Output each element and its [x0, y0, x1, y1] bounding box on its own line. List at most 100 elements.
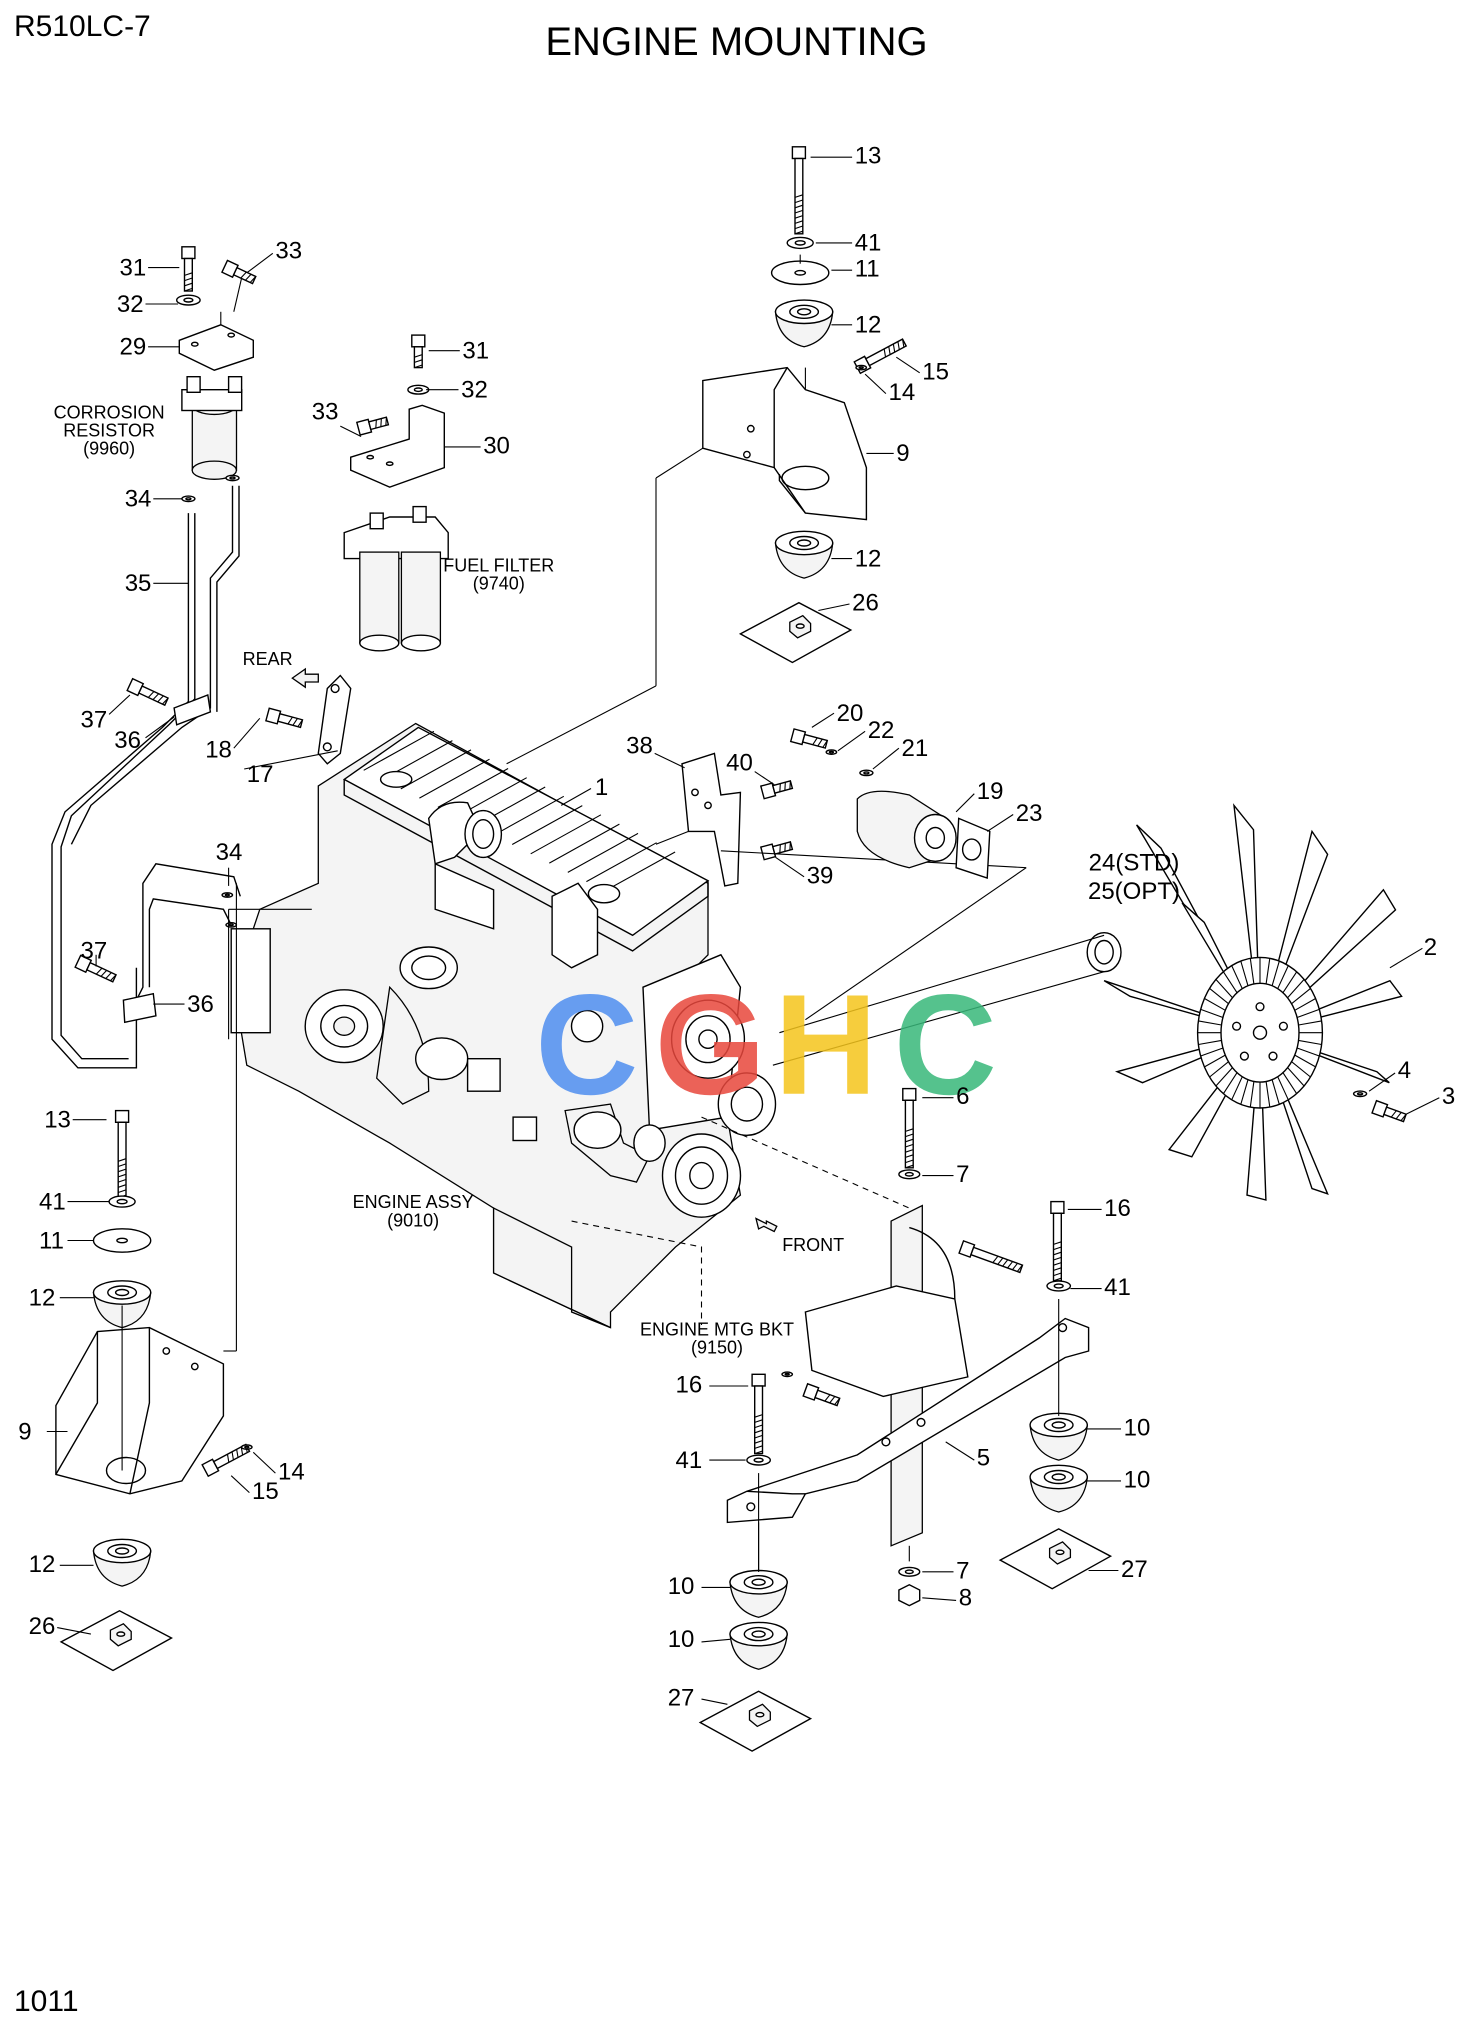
valve-cover-fin	[567, 832, 639, 873]
fan-blade	[1259, 1032, 1329, 1195]
callout-number: 19	[977, 778, 1004, 805]
washer-41-top	[794, 240, 806, 246]
callout-leader	[246, 252, 274, 274]
callout-number: 40	[726, 749, 753, 776]
washer-7-top	[904, 1171, 914, 1177]
bolt-6	[905, 1164, 914, 1169]
fan-hub-hole	[1231, 1021, 1242, 1031]
bolt-16-left	[754, 1429, 763, 1434]
bolt-33-fuel	[380, 418, 382, 427]
bolt-20	[789, 728, 829, 749]
leader	[805, 867, 1027, 1021]
fan-hub-hole	[1255, 1002, 1265, 1012]
bolt-37-upper	[162, 697, 169, 705]
bolt-15-top	[883, 348, 887, 358]
callout-number: 21	[902, 735, 929, 762]
fan-hub-ring	[1282, 971, 1298, 994]
fuel-filter	[359, 551, 400, 644]
bolt-33-fuel	[355, 416, 390, 436]
callout-leader	[864, 373, 887, 395]
bolt-40	[779, 783, 781, 792]
bracket-30	[385, 461, 394, 467]
cushion-12-left	[114, 1288, 130, 1297]
cushion-10-r2	[1051, 1473, 1066, 1481]
bolt-16-right	[1053, 1246, 1062, 1251]
callout-number: 37	[81, 938, 108, 965]
valve-cover-fin	[493, 795, 565, 836]
bolt-mtg-lower	[834, 1397, 841, 1406]
bolt-16-left	[754, 1445, 763, 1449]
washer-32-fuel	[413, 387, 423, 393]
note-corrosion-resistor: (9960)	[83, 439, 135, 459]
fan-hub-ring	[1296, 1008, 1320, 1019]
page-number: 1011	[14, 1985, 79, 2018]
callout-leader	[818, 603, 850, 612]
fuel-filter	[400, 634, 442, 652]
callout-number: 26	[852, 590, 879, 617]
callout-leader	[811, 712, 835, 728]
bolt-16-left	[754, 1440, 763, 1444]
gasket-23	[961, 838, 982, 861]
bolt-31-fuel	[414, 359, 423, 363]
callout-number: 14	[278, 1459, 305, 1486]
callout-number: 23	[1016, 800, 1043, 827]
bolt-18	[292, 718, 298, 726]
bracket-5	[1057, 1322, 1068, 1333]
bolt-mtg-side	[1007, 1261, 1014, 1269]
callout-number: 11	[39, 1227, 64, 1254]
note-rear: REAR	[243, 649, 293, 669]
bolt-3	[1400, 1113, 1407, 1121]
callout-number: 27	[668, 1685, 695, 1712]
bolt-40	[771, 780, 794, 794]
watermark-letter: H	[774, 966, 877, 1125]
washer-41-right	[1053, 1283, 1064, 1289]
spacer-24-25	[1094, 939, 1114, 965]
bolt-33-left	[221, 259, 257, 285]
cushion-12-left-bot	[114, 1547, 130, 1555]
bolt-13-top	[791, 146, 807, 160]
callout-number: 9	[896, 440, 909, 467]
note-fuel-filter: (9740)	[473, 574, 525, 594]
callout-number: 29	[120, 334, 147, 361]
bolt-13-top	[794, 220, 803, 224]
washer-14-top	[858, 366, 864, 370]
fan-hub-hole	[1268, 1051, 1278, 1061]
washer-7-bot	[904, 1569, 914, 1575]
fan-hub-ring	[1204, 1054, 1226, 1068]
bracket-30	[366, 454, 375, 460]
oil-filter	[570, 1009, 604, 1043]
valve-cover-fin	[530, 814, 602, 855]
callout-number: 33	[312, 399, 339, 426]
callout-number: 10	[1124, 1466, 1151, 1493]
pulley-upper	[698, 1029, 718, 1049]
fan-hub-ring	[1200, 1047, 1224, 1057]
bracket-9-left	[190, 1362, 199, 1371]
callout-leader	[955, 793, 975, 813]
bolt-mtg-side	[958, 1239, 1024, 1274]
intake-elbow	[427, 801, 482, 865]
bolt-33-left	[232, 266, 257, 285]
washer-11-top	[794, 269, 807, 276]
page-title: ENGINE MOUNTING	[545, 20, 928, 64]
bolt-20	[817, 738, 823, 747]
callout-number: 15	[922, 358, 949, 385]
bolt-13-left	[118, 1178, 127, 1183]
bolt-13-top	[794, 199, 803, 204]
bolt-6	[905, 1138, 914, 1143]
callout-number: 10	[668, 1626, 695, 1653]
fan-hub-ring	[1249, 1081, 1255, 1108]
corrosion-resistor	[191, 404, 238, 471]
callout-number: 10	[1124, 1414, 1151, 1441]
bolt-16-right	[1053, 1277, 1062, 1282]
bolt-37-lower	[95, 967, 103, 975]
callout-number: 8	[959, 1585, 972, 1612]
bolt-16-left	[754, 1419, 763, 1423]
bracket-5	[726, 1317, 1090, 1524]
bolt-13-top	[794, 194, 803, 198]
bolt-13-top	[794, 209, 803, 214]
clamp-36-upper	[173, 694, 212, 726]
fan-hub-ring	[1271, 960, 1280, 986]
fan-hub-ring	[1240, 1079, 1249, 1105]
fitting	[512, 1116, 538, 1142]
callout-number: 12	[855, 312, 882, 339]
